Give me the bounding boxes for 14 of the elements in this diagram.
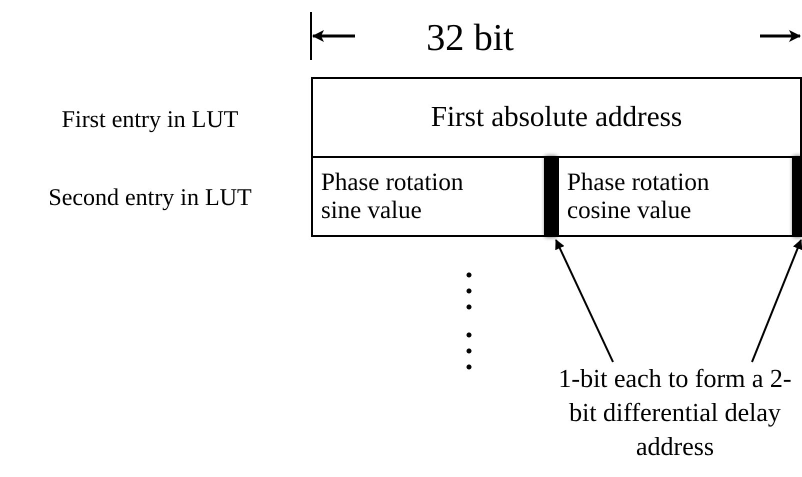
bit-bar: [793, 156, 802, 237]
register-field: [557, 156, 794, 237]
arrow: [751, 239, 802, 362]
field-label: Phase rotation cosine value: [566, 168, 710, 224]
register-field: [311, 77, 802, 158]
field-label: First absolute address: [430, 100, 682, 135]
register-field: [311, 156, 546, 237]
field-label: Phase rotation sine value: [320, 168, 464, 224]
row-label: First entry in LUT: [62, 106, 238, 135]
bit-bar: [545, 156, 557, 237]
dimension-label: 32 bit: [426, 16, 514, 60]
arrow: [555, 239, 614, 362]
annotation-text: 1-bit each to form a 2-bit differential delay address: [548, 362, 802, 464]
row-label: Second entry in LUT: [48, 184, 252, 213]
